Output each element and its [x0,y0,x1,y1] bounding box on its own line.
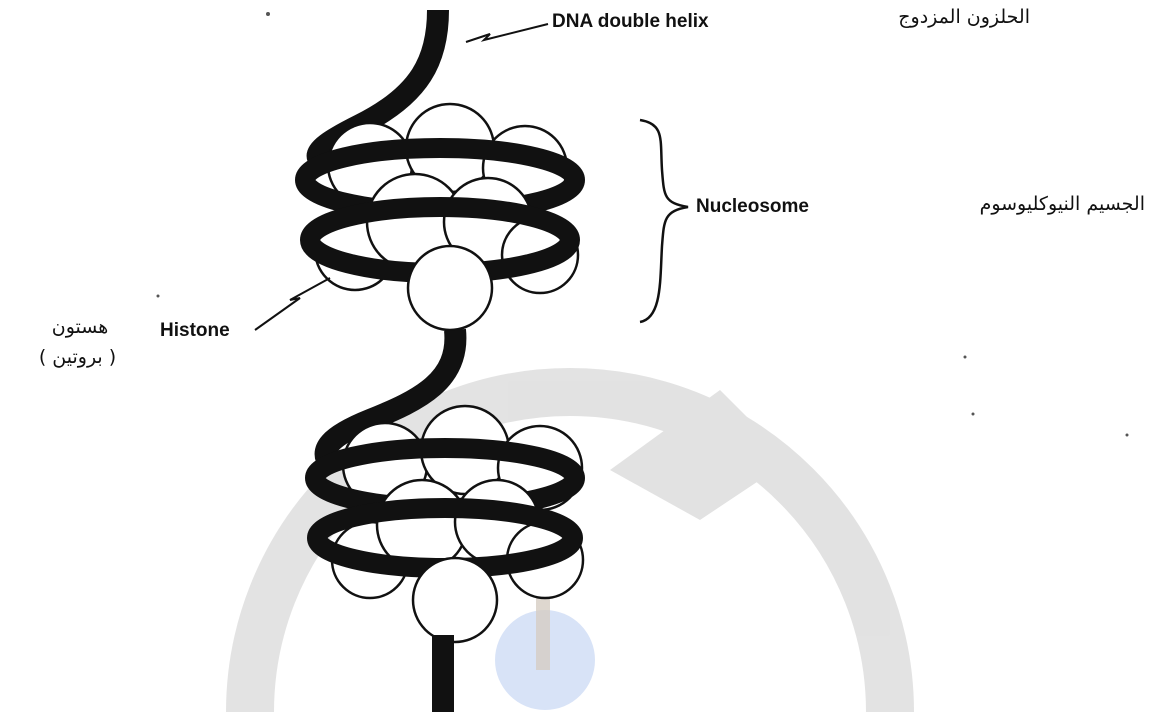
speck [972,413,975,416]
dna-leader-line [466,24,548,42]
speck [1126,434,1129,437]
speck [964,356,967,359]
speck [266,12,270,16]
histone-sphere [413,558,497,642]
nucleosome-bracket [640,120,688,322]
dna-double-helix-label: DNA double helix [552,11,709,33]
histone-label: Histone [160,320,230,342]
nucleosome-1 [305,104,578,330]
nucleosome-label: Nucleosome [696,196,809,218]
dna-strand-bottom [432,635,454,712]
speck [157,295,160,298]
histone-note-ar: ( بروتين ) [10,346,145,368]
histone-sphere [408,246,492,330]
nucleosome-label-ar: الجسيم النيوكليوسوم [875,193,1145,215]
histone-leader-line [255,278,330,330]
dna-double-helix-label-ar: الحلزون المزدوج [765,6,1030,28]
histone-label-ar: هستون [20,316,140,338]
